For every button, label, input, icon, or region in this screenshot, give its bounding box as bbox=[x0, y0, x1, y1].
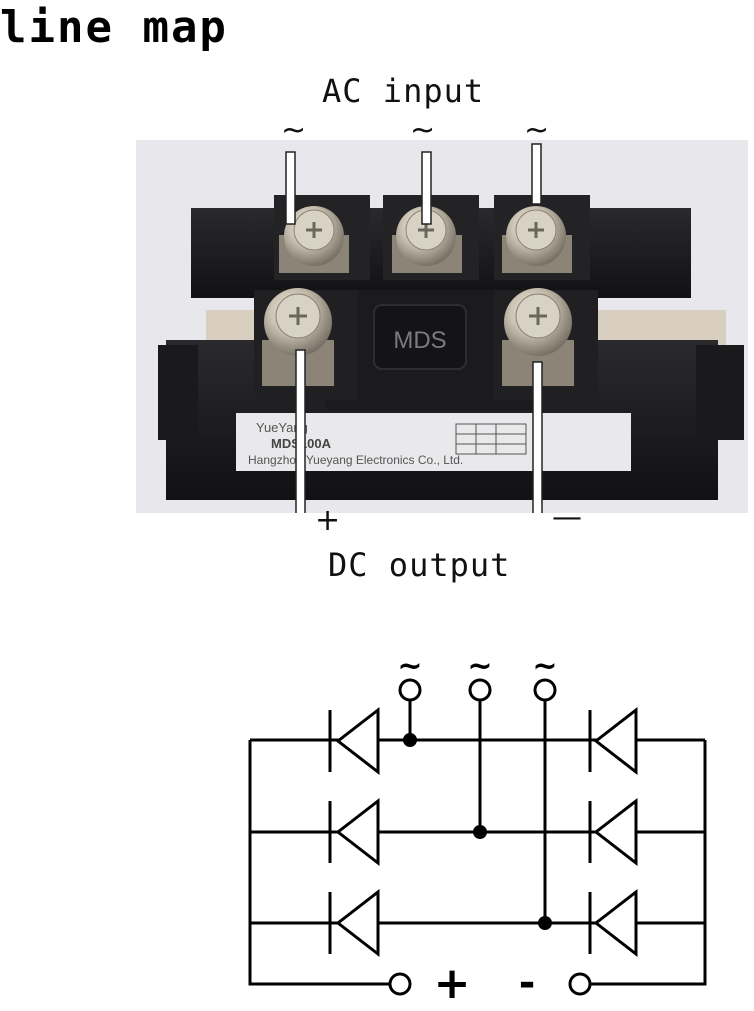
module-drawing: MDS bbox=[158, 143, 744, 513]
schem-ac-symbol-3: ~ bbox=[532, 649, 557, 684]
schematic-rows bbox=[250, 738, 705, 925]
label-mini-schematic bbox=[455, 423, 527, 455]
page-title: line map bbox=[0, 2, 228, 53]
schem-ac-symbol-2: ~ bbox=[467, 649, 492, 684]
label-maker: Hangzhou Yueyang Electronics Co., Ltd. bbox=[248, 453, 463, 467]
ac-terminal-circle-3 bbox=[533, 678, 557, 702]
ac-terminal-circle-1 bbox=[398, 678, 422, 702]
ac-pointer-1 bbox=[285, 151, 296, 225]
diode-right-1 bbox=[588, 706, 638, 776]
diode-left-2 bbox=[328, 797, 380, 867]
ac-pointer-2 bbox=[421, 151, 432, 225]
schem-ac-symbol-1: ~ bbox=[397, 649, 422, 684]
schematic-left-rail bbox=[248, 740, 390, 986]
schem-plus-symbol: + bbox=[434, 958, 471, 1009]
diode-right-2 bbox=[588, 797, 638, 867]
label-brand: YueYang bbox=[256, 420, 308, 435]
dc-pointer-plus bbox=[295, 349, 306, 513]
dc-output-label: DC output bbox=[328, 546, 511, 584]
dc-plus-symbol: + bbox=[315, 503, 341, 538]
mds-badge-text: MDS bbox=[393, 327, 446, 354]
dc-pointer-minus bbox=[532, 361, 543, 513]
junction-dot-1 bbox=[403, 733, 417, 747]
schem-minus-symbol: - bbox=[519, 960, 536, 1006]
ac-terminal-1 bbox=[279, 206, 349, 273]
module-photo: MDS bbox=[136, 140, 748, 513]
dc-plus-terminal bbox=[388, 972, 412, 996]
ac-pointer-3 bbox=[531, 143, 542, 205]
junction-dot-2 bbox=[473, 825, 487, 839]
schematic-right-rail bbox=[590, 740, 707, 986]
diode-right-3 bbox=[588, 888, 638, 958]
ac-terminal-3 bbox=[502, 206, 572, 273]
ac-terminal-circle-2 bbox=[468, 678, 492, 702]
dc-minus-symbol: — bbox=[552, 500, 582, 535]
ac-input-label: AC input bbox=[322, 72, 485, 110]
diode-left-1 bbox=[328, 706, 380, 776]
dc-terminal-plus bbox=[262, 288, 334, 386]
ac-terminal-2 bbox=[392, 206, 462, 273]
mds-badge bbox=[373, 304, 467, 370]
dc-minus-terminal bbox=[568, 972, 592, 996]
diode-left-3 bbox=[328, 888, 380, 958]
junction-dot-3 bbox=[538, 916, 552, 930]
